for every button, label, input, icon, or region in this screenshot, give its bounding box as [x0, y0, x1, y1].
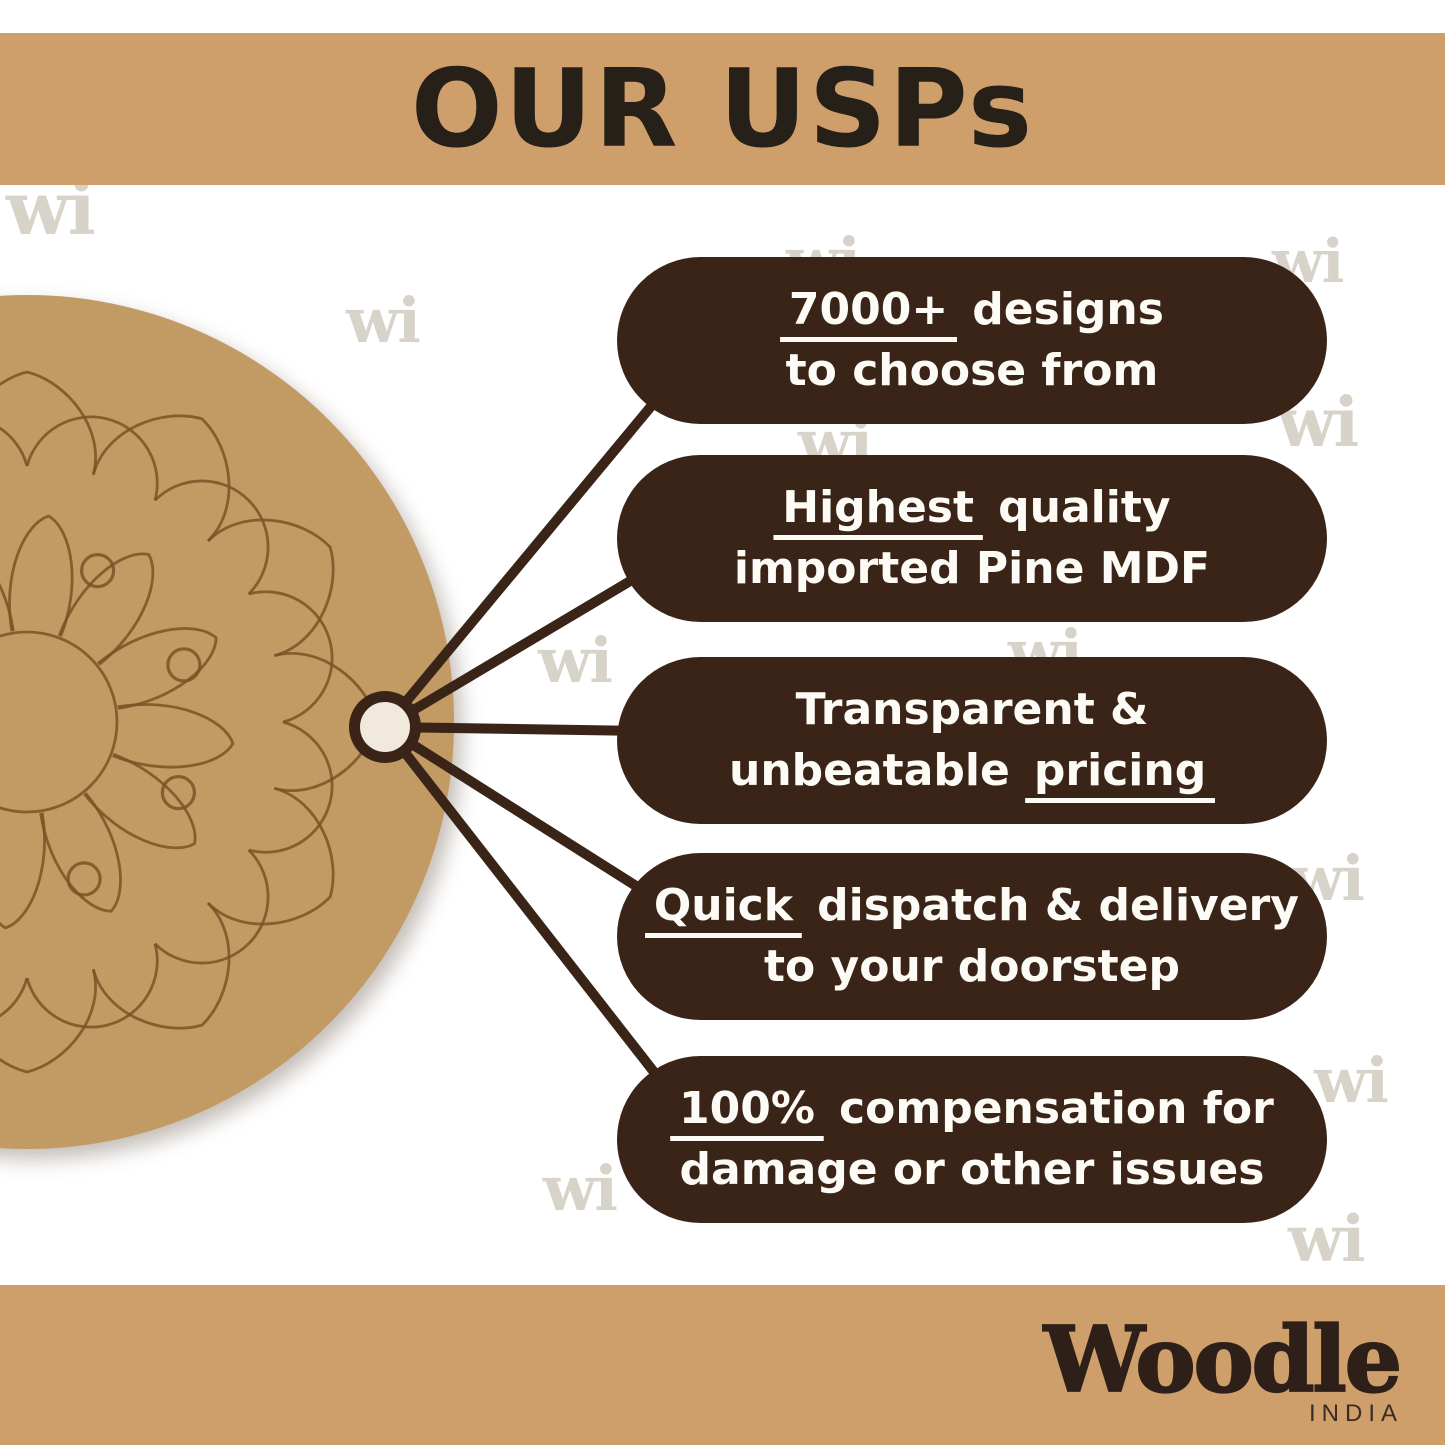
page-title: OUR USPs [410, 46, 1035, 172]
pill-text: to choose from [785, 344, 1159, 396]
pill-text-underlined: 100% [670, 1082, 824, 1134]
pill-line: Quick dispatch & delivery [645, 876, 1299, 937]
brand-watermark: wi [346, 284, 421, 357]
pill-text-underlined: 7000+ [780, 283, 957, 335]
pill-text: designs [956, 283, 1164, 335]
brand-country: INDIA [1308, 1400, 1403, 1427]
pill-text: Transparent & [795, 683, 1149, 735]
pill-text-underlined: Quick [645, 879, 802, 931]
usp-pill-3: Transparent & unbeatable pricing [617, 657, 1327, 824]
hub-circle [349, 691, 421, 763]
pill-line: Highest quality [773, 478, 1170, 539]
pill-line: damage or other issues [680, 1140, 1265, 1201]
pill-line: 100% compensation for [670, 1079, 1274, 1140]
pill-line: unbeatable pricing [729, 741, 1215, 802]
pill-line: to your doorstep [764, 937, 1180, 998]
brand-name: Woodle [1043, 1307, 1403, 1413]
connector-lines [380, 393, 673, 1095]
brand-watermark: wi [543, 1152, 618, 1225]
pill-line: imported Pine MDF [734, 539, 1210, 600]
footer-band: Woodle INDIA [0, 1285, 1445, 1445]
pill-text: damage or other issues [679, 1143, 1265, 1195]
brand-watermark: wi [538, 624, 613, 697]
brand-watermark: wi [1314, 1044, 1389, 1117]
pill-text-underlined: Highest [773, 481, 983, 533]
pill-text: to your doorstep [763, 940, 1181, 992]
pill-text: quality [982, 481, 1171, 533]
header-band: OUR USPs [0, 33, 1445, 185]
pill-text: unbeatable [729, 744, 1026, 796]
pill-text: compensation for [823, 1082, 1274, 1134]
pill-line: Transparent & [796, 680, 1149, 741]
mdf-mandala-disc [0, 295, 454, 1149]
brand-watermark: wi [1288, 1202, 1365, 1277]
pill-text: dispatch & delivery [801, 879, 1299, 931]
pill-line: to choose from [786, 341, 1159, 402]
pill-line: 7000+ designs [780, 280, 1164, 341]
pill-text: imported Pine MDF [733, 542, 1211, 594]
pill-text-underlined: pricing [1025, 744, 1215, 796]
brand-logo: Woodle INDIA [1043, 1307, 1403, 1428]
